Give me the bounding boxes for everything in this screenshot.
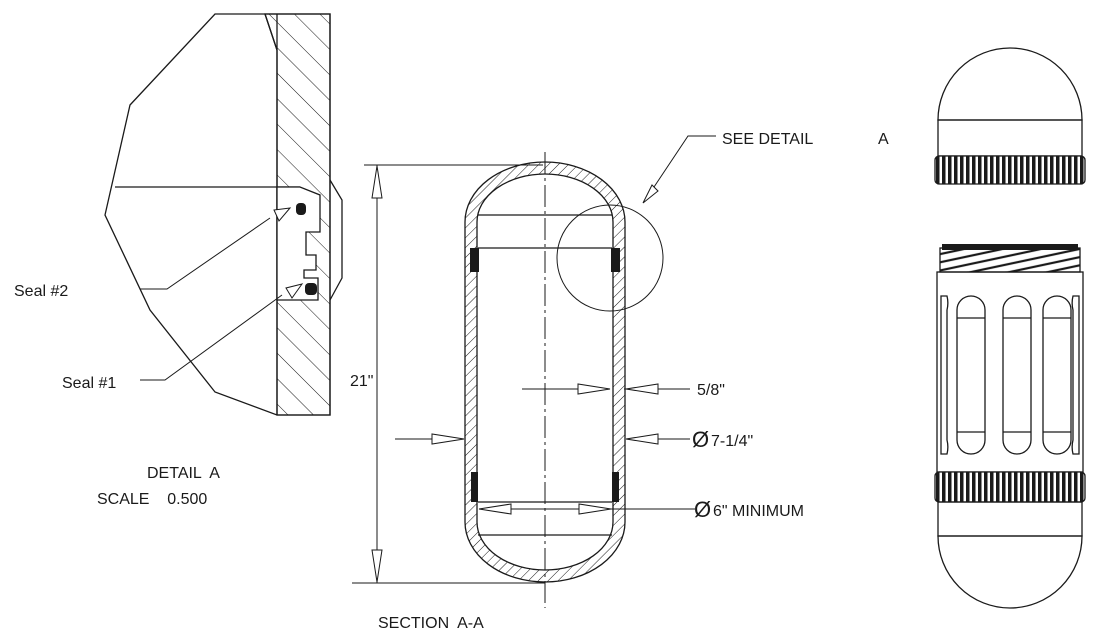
- bottom-knurl-ring: [934, 471, 1086, 503]
- seal-1-mark: [305, 283, 317, 295]
- see-detail-letter: A: [878, 131, 889, 148]
- inner-diameter-symbol: Ø: [694, 497, 711, 522]
- section-a-a-view: SEE DETAIL A 21" 5/8" Ø 7-1/4" Ø 6" MINI…: [350, 131, 889, 632]
- section-shell: [464, 161, 626, 583]
- top-cap-dome: [937, 47, 1083, 121]
- exterior-view: [934, 47, 1086, 609]
- outer-diameter-dimension: 7-1/4": [711, 433, 753, 450]
- see-detail-label: SEE DETAIL: [722, 131, 813, 148]
- detail-title: DETAIL A: [147, 465, 220, 482]
- detail-scale: SCALE 0.500: [97, 491, 207, 508]
- seal-2-label: Seal #2: [14, 283, 68, 300]
- detail-a-callout-circle: [556, 204, 664, 312]
- wall-thickness-dimension: 5/8": [697, 382, 725, 399]
- bottom-cap-dome: [937, 535, 1083, 609]
- outer-diameter-symbol: Ø: [692, 427, 709, 452]
- threaded-neck: [939, 247, 1081, 273]
- section-title: SECTION A-A: [378, 615, 484, 632]
- detail-seal-profile: [276, 186, 321, 301]
- detail-a-view: Seal #2 Seal #1 DETAIL A SCALE 0.500: [14, 13, 343, 508]
- seal-1-label: Seal #1: [62, 375, 116, 392]
- inner-diameter-dimension: 6" MINIMUM: [713, 503, 804, 520]
- seal-2-mark: [296, 203, 306, 215]
- height-dimension: 21": [350, 373, 373, 390]
- top-knurl-ring: [934, 155, 1086, 185]
